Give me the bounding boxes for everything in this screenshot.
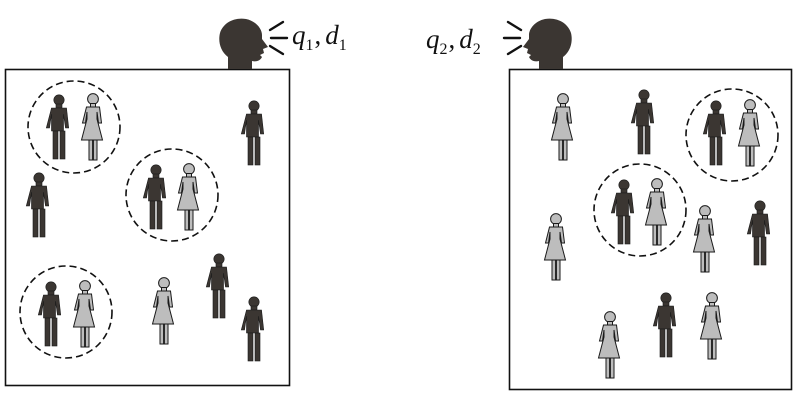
pair-circle xyxy=(593,163,687,257)
man-icon xyxy=(45,94,70,160)
man-icon xyxy=(702,100,727,166)
man-icon xyxy=(25,172,50,238)
woman-icon xyxy=(738,99,760,167)
woman-icon xyxy=(177,163,199,231)
man-icon xyxy=(610,179,635,245)
pair-circle xyxy=(19,265,113,359)
speech-lines-icon xyxy=(502,20,523,56)
pair-circle xyxy=(27,80,121,174)
woman-icon xyxy=(81,93,103,161)
room-frame-left xyxy=(4,68,291,387)
speaker-label-right: q2,d2 xyxy=(426,24,481,58)
speaker-label-left: q1,d1 xyxy=(292,20,347,54)
pair-circle xyxy=(685,88,779,182)
pair-circle xyxy=(125,148,219,242)
man-icon xyxy=(652,292,677,358)
man-icon xyxy=(630,89,655,155)
woman-icon xyxy=(544,213,566,281)
speech-lines-icon xyxy=(268,20,289,56)
woman-icon xyxy=(598,311,620,379)
woman-icon xyxy=(700,292,722,360)
speaker-head-icon xyxy=(219,18,268,69)
man-icon xyxy=(240,100,265,166)
man-icon xyxy=(240,296,265,362)
man-icon xyxy=(746,200,771,266)
room-frame-right xyxy=(508,68,793,391)
man-icon xyxy=(205,253,230,319)
people-layer xyxy=(25,89,771,379)
woman-icon xyxy=(693,205,715,273)
speaker-head-icon xyxy=(523,18,572,69)
woman-icon xyxy=(73,280,95,348)
woman-icon xyxy=(152,277,174,345)
man-icon xyxy=(142,164,167,230)
man-icon xyxy=(37,281,62,347)
woman-icon xyxy=(551,93,573,161)
woman-icon xyxy=(645,178,667,246)
